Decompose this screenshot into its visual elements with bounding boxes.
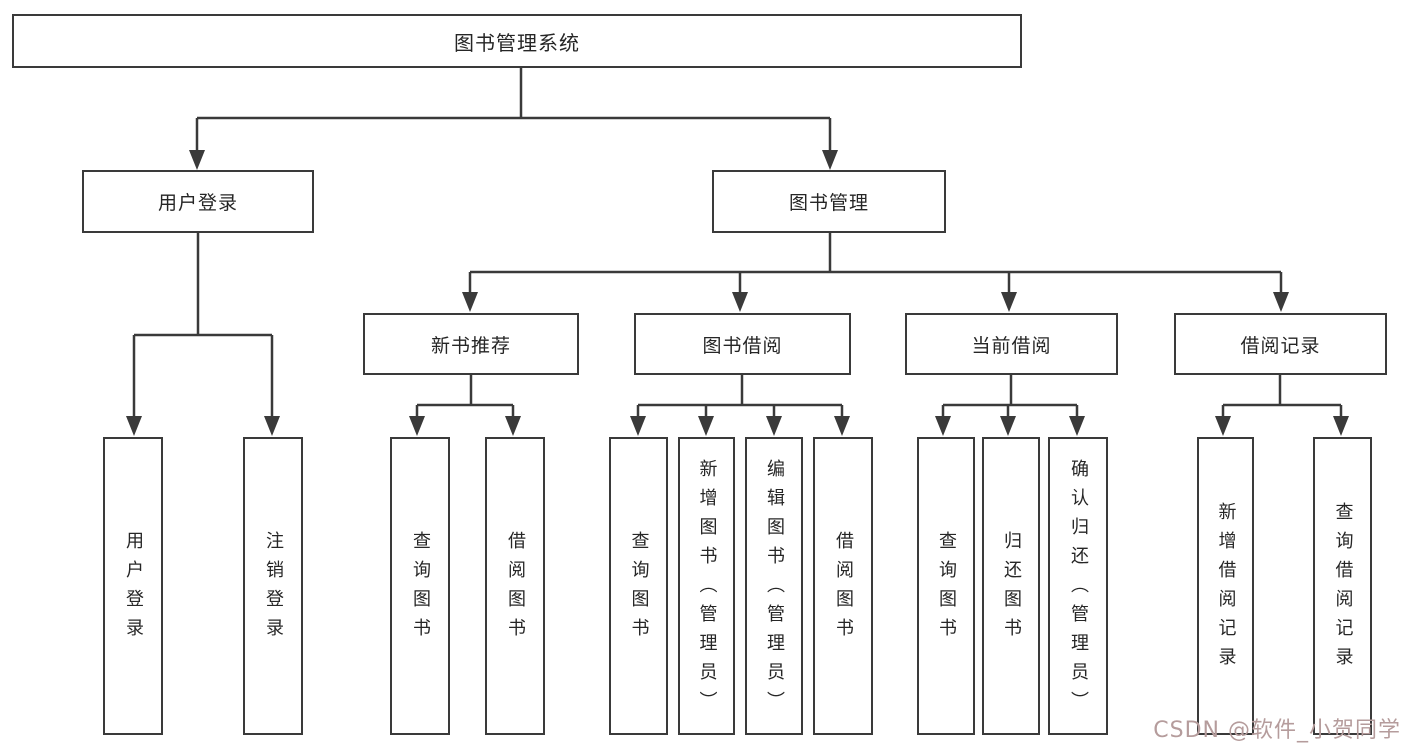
- leaf-query-books-3: 查询图书: [917, 437, 975, 735]
- arrowhead-icon: [935, 416, 951, 436]
- leaf-return-books: 归还图书: [982, 437, 1040, 735]
- arrowhead-icon: [1069, 416, 1085, 436]
- connectors-user-login-subtree: [126, 233, 280, 436]
- connectors-book-mgmt-level: [462, 233, 1289, 312]
- node-book-borrowing: 图书借阅: [634, 313, 851, 375]
- arrowhead-icon: [1333, 416, 1349, 436]
- connectors-borrow-record-group: [1215, 375, 1349, 436]
- leaf-logout: 注销登录: [243, 437, 303, 735]
- arrowhead-icon: [264, 416, 280, 436]
- arrowhead-icon: [409, 416, 425, 436]
- node-current-borrowing: 当前借阅: [905, 313, 1118, 375]
- arrowhead-icon: [766, 416, 782, 436]
- connectors-root-level: [189, 68, 838, 170]
- leaf-user-login: 用户登录: [103, 437, 163, 735]
- node-new-book-recommend: 新书推荐: [363, 313, 579, 375]
- node-borrowing-records: 借阅记录: [1174, 313, 1387, 375]
- leaf-add-borrow-record: 新增借阅记录: [1197, 437, 1254, 735]
- arrowhead-icon: [1215, 416, 1231, 436]
- arrowhead-icon: [189, 150, 205, 170]
- arrowhead-icon: [822, 150, 838, 170]
- arrowhead-icon: [505, 416, 521, 436]
- leaf-add-books-admin: 新增图书（管理员）: [678, 437, 735, 735]
- arrowhead-icon: [1001, 292, 1017, 312]
- arrowhead-icon: [1273, 292, 1289, 312]
- leaf-confirm-return-admin: 确认归还（管理员）: [1048, 437, 1108, 735]
- arrowhead-icon: [126, 416, 142, 436]
- leaf-query-books-1: 查询图书: [390, 437, 450, 735]
- leaf-query-books-2: 查询图书: [609, 437, 668, 735]
- node-user-login-branch: 用户登录: [82, 170, 314, 233]
- connectors-current-borrow-group: [935, 375, 1085, 436]
- arrowhead-icon: [1000, 416, 1016, 436]
- node-library-management-system: 图书管理系统: [12, 14, 1022, 68]
- csdn-watermark: CSDN @软件_小贺同学: [1153, 718, 1401, 743]
- leaf-query-borrow-record: 查询借阅记录: [1313, 437, 1372, 735]
- arrowhead-icon: [834, 416, 850, 436]
- connectors-book-borrow-group: [630, 375, 850, 436]
- node-book-management-branch: 图书管理: [712, 170, 946, 233]
- arrowhead-icon: [732, 292, 748, 312]
- arrowhead-icon: [462, 292, 478, 312]
- leaf-borrow-books-2: 借阅图书: [813, 437, 873, 735]
- arrowhead-icon: [698, 416, 714, 436]
- leaf-edit-books-admin: 编辑图书（管理员）: [745, 437, 803, 735]
- arrowhead-icon: [630, 416, 646, 436]
- connectors-new-book-group: [409, 375, 521, 436]
- leaf-borrow-books-1: 借阅图书: [485, 437, 545, 735]
